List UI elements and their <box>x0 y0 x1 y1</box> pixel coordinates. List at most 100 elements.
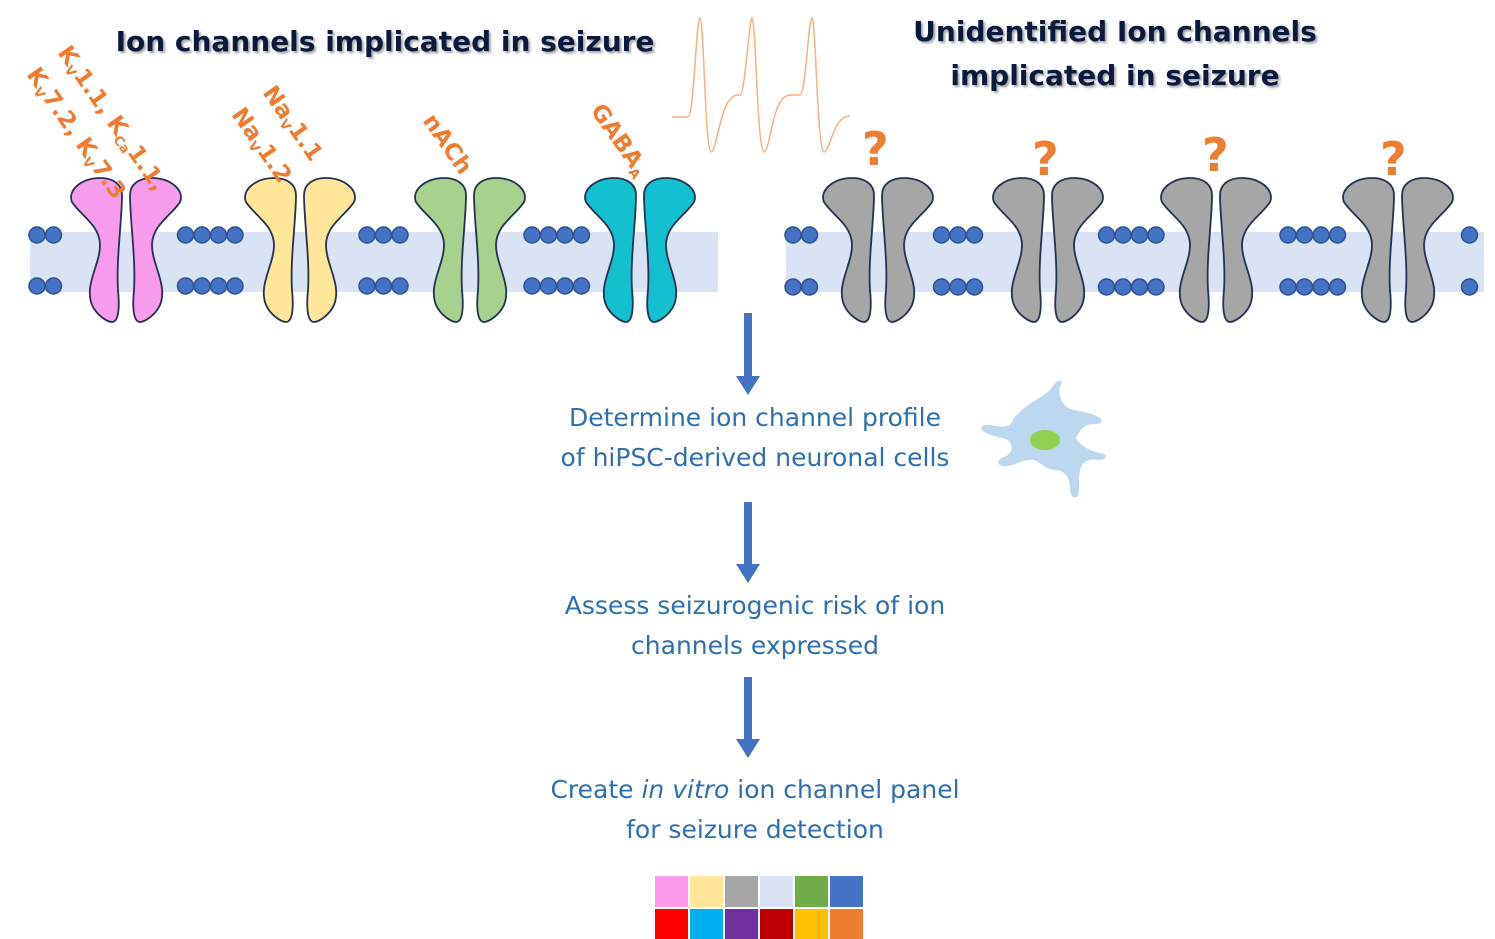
step-assess-risk: Assess seizurogenic risk of ion channels… <box>505 586 1005 666</box>
lipid-head <box>800 278 819 296</box>
lipid-head <box>1147 278 1165 296</box>
lipid-head <box>193 277 211 295</box>
lipid-head <box>1130 226 1149 244</box>
lipid-head <box>523 277 541 295</box>
lipid-head <box>1460 226 1479 244</box>
step-create-panel: Create in vitro ion channel panel for se… <box>505 770 1005 850</box>
unknown-channel <box>822 177 934 323</box>
label-subscript: V <box>78 154 97 172</box>
lipid-head <box>1097 278 1116 296</box>
lipid-heads-left <box>28 226 591 295</box>
lipid-head <box>28 277 46 295</box>
panel-swatch <box>725 876 758 907</box>
lipid-head <box>1328 226 1347 244</box>
label-subscript: V <box>244 138 263 156</box>
channel-nav <box>244 177 356 323</box>
arrow-group <box>736 313 760 758</box>
channel-subunit-right <box>1401 177 1454 323</box>
lipid-head <box>358 277 376 295</box>
lipid-head <box>556 226 574 244</box>
step-line-2: for seizure detection <box>626 815 884 844</box>
channel-gaba <box>584 177 696 323</box>
panel-swatch <box>690 876 723 907</box>
unknown-channel <box>1342 177 1454 323</box>
panel-swatch <box>690 908 723 939</box>
lipid-head <box>572 277 591 295</box>
lipid-head <box>1295 226 1314 244</box>
panel-swatch <box>655 876 688 907</box>
lipid-head <box>226 226 244 244</box>
question-mark: ? <box>1202 128 1229 182</box>
lipid-head <box>391 277 409 295</box>
lipid-head <box>1097 226 1116 244</box>
label-subscript: V <box>29 85 48 102</box>
channel-subunit-right <box>1051 177 1104 323</box>
lipid-head <box>539 277 558 295</box>
lipid-head <box>176 277 195 295</box>
lipid-head <box>1114 278 1132 296</box>
lipid-head <box>800 226 819 244</box>
step-line-1: Determine ion channel profile <box>569 403 941 432</box>
question-mark: ? <box>1380 132 1407 186</box>
channel-subunit-left <box>992 177 1045 323</box>
lipid-head <box>209 226 228 244</box>
channel-subunit-right <box>881 177 934 323</box>
lipid-head <box>1312 226 1330 244</box>
panel-swatch <box>830 876 863 907</box>
lipid-head <box>1130 278 1149 296</box>
channel-subunit-left <box>584 177 637 323</box>
lipid-head <box>1147 226 1165 244</box>
lipid-head <box>556 277 574 295</box>
lipid-head <box>539 226 558 244</box>
lipid-head <box>523 226 541 244</box>
heading-known-channels: Ion channels implicated in seizure <box>115 25 655 58</box>
step-text-em: in vitro <box>641 775 730 804</box>
step-line-2: of hiPSC-derived neuronal cells <box>560 443 950 472</box>
lipid-head <box>949 226 967 244</box>
lipid-head <box>374 226 393 244</box>
lipid-head <box>1279 226 1297 244</box>
lipid-heads-right <box>784 226 1479 296</box>
lipid-head <box>176 226 195 244</box>
channel-nach <box>414 177 526 323</box>
neuron-icon <box>981 380 1106 498</box>
lipid-head <box>193 226 211 244</box>
heading-line-1: Unidentified Ion channels <box>913 15 1317 48</box>
question-mark: ? <box>862 122 889 176</box>
channel-group <box>70 177 1454 323</box>
step-line-1: Assess seizurogenic risk of ion <box>564 591 946 620</box>
label-subscript: Ca <box>109 133 133 157</box>
step-line-2: channels expressed <box>631 631 879 660</box>
lipid-head <box>374 277 393 295</box>
lipid-head <box>932 278 951 296</box>
channel-subunit-right <box>129 177 182 323</box>
lipid-head <box>784 278 802 296</box>
question-mark: ? <box>1032 132 1059 186</box>
lipid-head <box>1312 278 1330 296</box>
lipid-head <box>358 226 376 244</box>
ion-channel-panel-grid <box>655 876 863 939</box>
action-potential-trace <box>672 17 851 153</box>
channel-subunit-left <box>1160 177 1213 323</box>
label-subscript: V <box>275 117 294 134</box>
lipid-head <box>1114 226 1132 244</box>
lipid-head <box>965 226 984 244</box>
lipid-head <box>44 277 63 295</box>
lipid-head <box>572 226 591 244</box>
lipid-head <box>209 277 228 295</box>
panel-swatch <box>655 908 688 939</box>
panel-swatch <box>830 908 863 939</box>
down-arrow-3 <box>736 677 760 758</box>
panel-swatch <box>795 908 828 939</box>
lipid-head <box>1295 278 1314 296</box>
step-line-1: Create in vitro ion channel panel <box>505 770 1005 810</box>
channel-subunit-right <box>303 177 356 323</box>
channel-subunit-right <box>643 177 696 323</box>
step-determine-profile: Determine ion channel profile of hiPSC-d… <box>505 398 1005 478</box>
lipid-head <box>226 277 244 295</box>
lipid-head <box>391 226 409 244</box>
neuron-nucleus <box>1030 430 1060 450</box>
unknown-channel <box>1160 177 1272 323</box>
channel-subunit-left <box>414 177 467 323</box>
down-arrow-1 <box>736 313 760 395</box>
